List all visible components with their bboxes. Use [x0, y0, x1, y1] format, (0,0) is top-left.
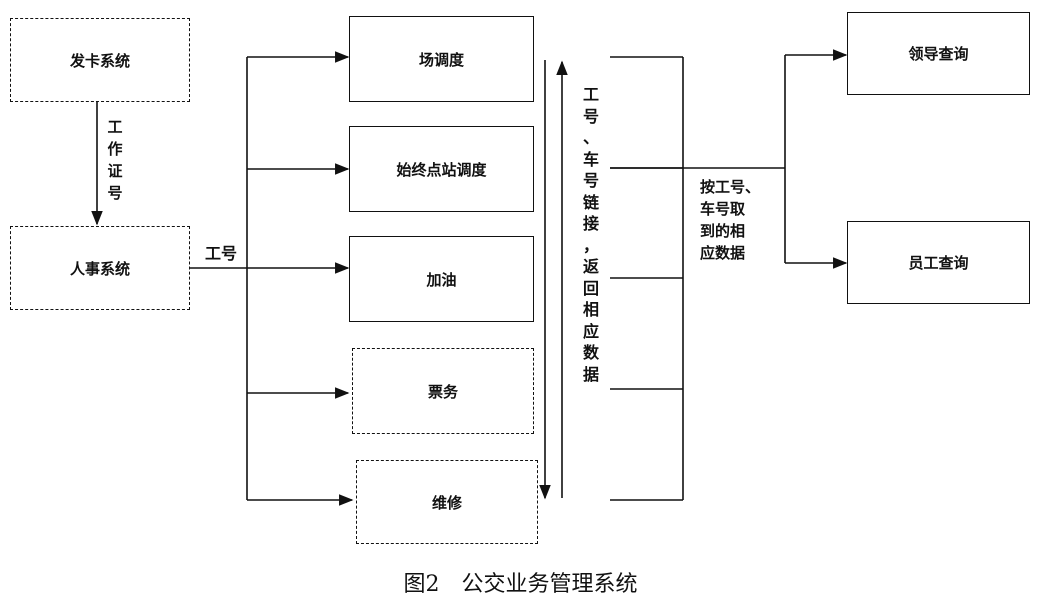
fetch-by-id-line-4: 应数据 — [700, 244, 746, 262]
card-system-box: 发卡系统 — [10, 18, 190, 102]
work-id-label: 工号 — [205, 244, 238, 263]
terminal-dispatch-box: 始终点站调度 — [349, 126, 534, 212]
vertical-char: ， — [582, 235, 599, 255]
hr-system-box: 人事系统 — [10, 226, 190, 310]
maintenance-box: 维修 — [356, 460, 538, 544]
vertical-char: 号 — [107, 184, 123, 202]
staff-query-label: 员工查询 — [908, 254, 969, 272]
leader-query-box: 领导查询 — [847, 12, 1030, 95]
link-return-label: 工号、车号链接，返回相应数据 — [578, 84, 604, 385]
fetch-by-id-label: 按工号、 车号取 到的相 应数据 — [700, 176, 760, 264]
work-id-card-label: 工作证号 — [104, 116, 126, 204]
vertical-char: 号 — [582, 106, 599, 126]
vertical-char: 工 — [582, 85, 599, 104]
fetch-by-id-line-1: 按工号、 — [700, 178, 761, 196]
yard-dispatch-label: 场调度 — [418, 50, 464, 69]
leader-query-label: 领导查询 — [908, 45, 969, 63]
card-system-label: 发卡系统 — [69, 51, 130, 70]
refuel-box: 加油 — [349, 236, 534, 322]
vertical-char: 号 — [582, 171, 599, 190]
refuel-label: 加油 — [426, 270, 457, 289]
vertical-char: 工 — [107, 118, 123, 136]
yard-dispatch-box: 场调度 — [349, 16, 534, 102]
vertical-char: 车 — [582, 149, 599, 169]
vertical-char: 、 — [582, 128, 599, 147]
vertical-char: 应 — [582, 321, 599, 341]
vertical-char: 回 — [582, 278, 599, 298]
ticketing-box: 票务 — [352, 348, 534, 434]
vertical-char: 接 — [582, 214, 599, 233]
figure-caption: 图2 公交业务管理系统 — [403, 572, 638, 597]
vertical-char: 相 — [582, 300, 599, 319]
vertical-char: 返 — [582, 257, 599, 276]
vertical-char: 据 — [582, 364, 599, 384]
fetch-by-id-line-2: 车号取 — [700, 200, 746, 218]
vertical-char: 作 — [107, 140, 123, 158]
ticketing-label: 票务 — [427, 382, 458, 401]
vertical-char: 数 — [582, 343, 599, 362]
maintenance-label: 维修 — [431, 493, 462, 512]
staff-query-box: 员工查询 — [847, 221, 1030, 304]
terminal-dispatch-label: 始终点站调度 — [396, 160, 487, 179]
vertical-char: 链 — [582, 192, 599, 212]
fetch-by-id-line-3: 到的相 — [700, 222, 746, 240]
vertical-char: 证 — [107, 162, 123, 180]
hr-system-label: 人事系统 — [69, 259, 130, 278]
